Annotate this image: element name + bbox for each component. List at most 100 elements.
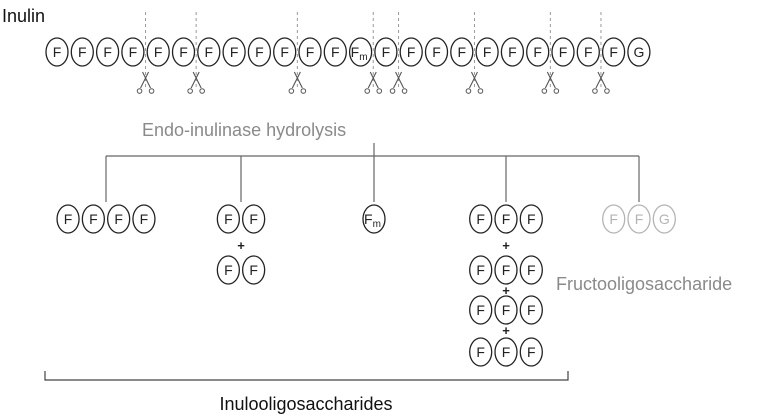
- scissor-handle: [288, 88, 295, 94]
- fructose-unit: F: [519, 295, 543, 325]
- unit-label: F: [114, 211, 123, 227]
- fructooligosaccharide-label: Fructooligosaccharide: [556, 274, 732, 294]
- unit-label: F: [527, 211, 536, 227]
- glucose-unit: G: [652, 204, 676, 234]
- fructose-unit: F: [551, 37, 575, 67]
- unit-label: F: [476, 211, 485, 227]
- unit-label: G: [659, 211, 670, 227]
- fructose-unit: F: [70, 37, 94, 67]
- unit-ellipse: [469, 204, 493, 234]
- fructose-unit: F: [469, 295, 493, 325]
- fructose-unit: F: [298, 37, 322, 67]
- unit-ellipse: [374, 37, 398, 67]
- unit-ellipse: [70, 37, 94, 67]
- unit-label: F: [89, 211, 98, 227]
- unit-label: F: [502, 211, 511, 227]
- unit-label: F: [78, 44, 87, 60]
- unit-label: F: [458, 44, 467, 60]
- unit-ellipse: [197, 37, 221, 67]
- unit-label: G: [633, 44, 644, 60]
- scissors-icon: [187, 12, 205, 94]
- unit-ellipse: [469, 337, 493, 367]
- scissors-icon: [136, 12, 155, 94]
- fructose-unit: F: [469, 204, 493, 234]
- scissor-handle: [187, 88, 193, 94]
- scissor-blade: [544, 71, 554, 89]
- unit-ellipse: [519, 337, 543, 367]
- unit-label: F: [609, 44, 618, 60]
- unit-label: F: [255, 44, 264, 60]
- unit-label: F: [129, 44, 138, 60]
- scissor-handle: [389, 88, 396, 94]
- inulooligosaccharides-bracket: [44, 371, 569, 381]
- scissor-handle: [376, 88, 383, 94]
- plus-sign: +: [502, 238, 510, 253]
- scissor-handle: [553, 88, 560, 94]
- unit-ellipse: [56, 204, 80, 234]
- unit-label: F: [508, 44, 517, 60]
- scissors-icon: [288, 12, 307, 94]
- fructose-unit: F: [475, 37, 499, 67]
- scissor-blade: [597, 71, 607, 89]
- unit-label: F: [559, 44, 568, 60]
- fructose-unit: F: [519, 204, 543, 234]
- scissors-icon: [389, 12, 408, 94]
- unit-label: F: [103, 44, 112, 60]
- scissors-icon: [541, 12, 560, 94]
- unit-ellipse: [362, 204, 386, 234]
- unit-label: F: [533, 44, 542, 60]
- unit-label: F: [407, 44, 416, 60]
- scissor-blade: [142, 71, 152, 89]
- unit-label: F: [53, 44, 62, 60]
- scissors-icon: [465, 12, 484, 94]
- scissors-icon: [364, 12, 383, 94]
- plus-sign: +: [237, 238, 245, 253]
- scissor-blade: [140, 71, 150, 89]
- unit-ellipse: [95, 37, 120, 67]
- scissor-handle: [364, 88, 371, 94]
- unit-ellipse: [121, 37, 145, 67]
- unit-label: F: [230, 44, 239, 60]
- fructose-unit: F: [171, 37, 196, 67]
- unit-ellipse: [475, 37, 499, 67]
- unit-label: F: [154, 44, 163, 60]
- plus-sign: +: [502, 323, 510, 338]
- fructose-unit: F: [399, 37, 423, 67]
- unit-ellipse: [494, 255, 518, 285]
- unit-label: Fm: [351, 44, 368, 63]
- fructose-unit: F: [424, 37, 449, 67]
- unit-label: F: [280, 44, 289, 60]
- fructose-unit: F: [374, 37, 398, 67]
- fructose-unit: F: [627, 204, 651, 234]
- unit-label: F: [635, 211, 644, 227]
- cleavage-sites: [136, 12, 610, 94]
- unit-label: F: [432, 44, 441, 60]
- unit-ellipse: [469, 255, 493, 285]
- unit-ellipse: [323, 37, 347, 67]
- unit-ellipse: [222, 37, 246, 67]
- unit-ellipse: [494, 204, 518, 234]
- fructose-unit: F: [56, 204, 80, 234]
- unit-label: F: [64, 211, 73, 227]
- scissor-handle: [604, 88, 610, 94]
- unit-ellipse: [450, 37, 474, 67]
- fructose-unit: F: [526, 37, 550, 67]
- unit-ellipse: [132, 204, 156, 234]
- scissor-blade: [293, 71, 303, 89]
- unit-label: F: [502, 344, 511, 360]
- unit-label: F: [476, 262, 485, 278]
- fructose-unit: F: [273, 37, 297, 67]
- fructose-unit: F: [197, 37, 221, 67]
- fructose-unit: F: [216, 255, 241, 285]
- unit-label: F: [609, 211, 618, 227]
- scissor-blade: [192, 71, 202, 89]
- unit-ellipse: [494, 337, 518, 367]
- fructose-unit: F: [494, 255, 518, 285]
- unit-ellipse: [652, 204, 676, 234]
- unit-label: F: [179, 44, 188, 60]
- unit-label: F: [502, 262, 511, 278]
- scissor-blade: [367, 71, 377, 89]
